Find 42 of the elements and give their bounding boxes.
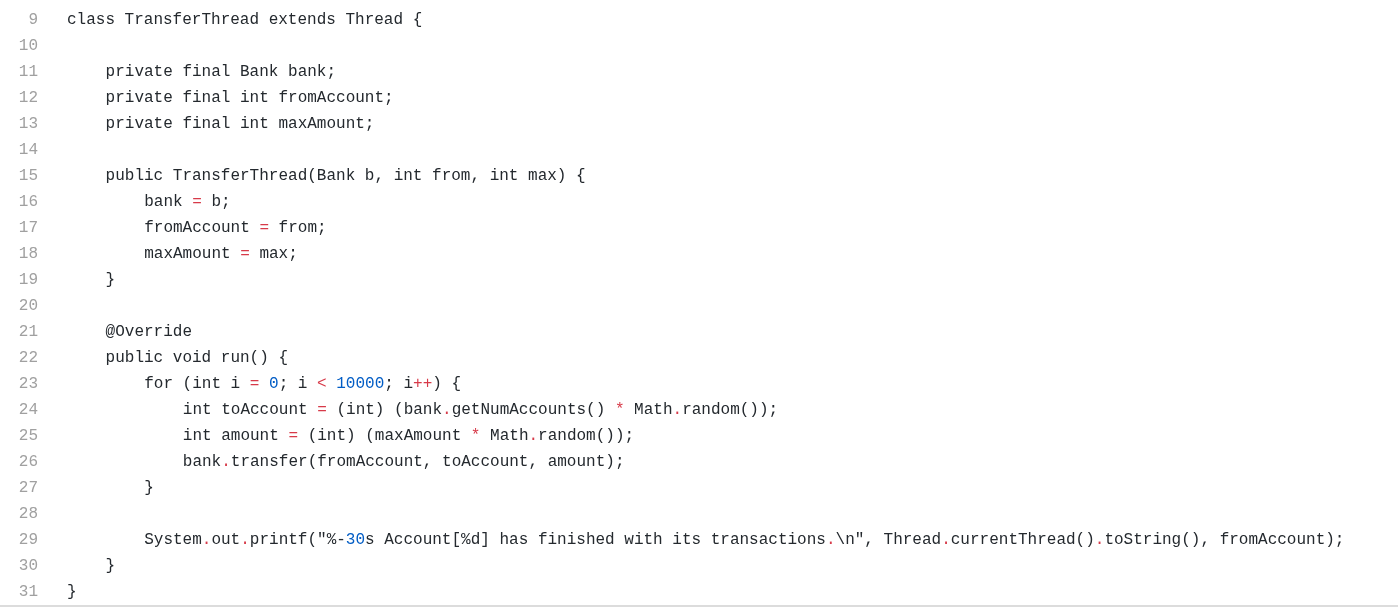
line-number: 18 [17, 244, 38, 265]
code-line: } [144, 478, 154, 499]
line-number: 26 [17, 452, 38, 473]
code-line: maxAmount = max; [144, 244, 298, 265]
line-number: 20 [17, 296, 38, 317]
code-line: } [105, 270, 116, 291]
line-number: 23 [17, 374, 38, 395]
line-number: 14 [17, 140, 38, 161]
line-number: 24 [17, 400, 38, 421]
line-number: 27 [17, 478, 38, 499]
code-line: public void run() { [105, 348, 289, 369]
code-line: int toAccount = (int) (bank.getNumAccounts() * Math.random()); [182, 400, 779, 421]
line-number: 28 [17, 504, 38, 525]
line-number: 13 [17, 114, 38, 135]
code-line: class TransferThread extends Thread { [67, 10, 423, 31]
code-line: @Override [105, 322, 192, 343]
code-line: bank.transfer(fromAccount, toAccount, amount); [182, 452, 625, 473]
code-line: System.out.printf("%-30s Account[%d] has finished with its transactions.\n", Thread.currentThread().toString(), fromAccount); [144, 530, 1345, 551]
code-line: int amount = (int) (maxAmount * Math.random()); [182, 426, 635, 447]
code-line: private final Bank bank; [105, 62, 337, 83]
line-number: 31 [17, 582, 38, 603]
code-line: bank = b; [144, 192, 231, 213]
line-number: 12 [17, 88, 38, 109]
line-number: 22 [17, 348, 38, 369]
line-number: 19 [17, 270, 38, 291]
line-number: 10 [17, 36, 38, 57]
line-number: 17 [17, 218, 38, 239]
code-line: private final int maxAmount; [105, 114, 375, 135]
code-line: } [105, 556, 116, 577]
code-line: for (int i = 0; i < 10000; i++) { [144, 374, 462, 395]
line-number: 9 [27, 10, 38, 31]
code-line: } [67, 582, 77, 603]
line-number: 16 [17, 192, 38, 213]
line-number: 29 [17, 530, 38, 551]
line-number: 25 [17, 426, 38, 447]
code-line: public TransferThread(Bank b, int from, int max) { [105, 166, 586, 187]
code-line: private final int fromAccount; [105, 88, 394, 109]
line-number: 15 [17, 166, 38, 187]
line-number: 21 [17, 322, 38, 343]
line-number: 11 [17, 62, 38, 83]
code-line: fromAccount = from; [144, 218, 327, 239]
line-number: 30 [17, 556, 38, 577]
